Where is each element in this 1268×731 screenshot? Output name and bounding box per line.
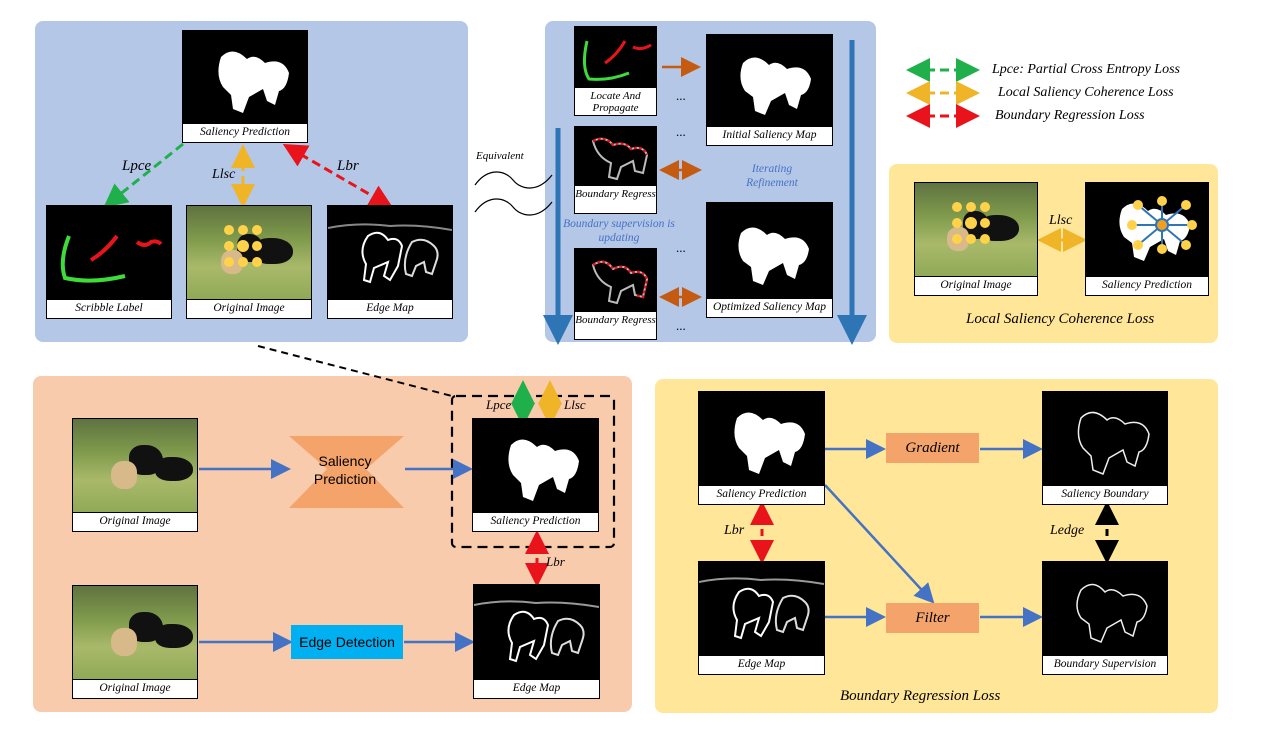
iterating-refinement: Iterating Refinement bbox=[746, 163, 798, 189]
local-saliency-prediction-card: Saliency Prediction bbox=[1085, 182, 1209, 296]
pipeline-lbr-label: Lbr bbox=[546, 554, 565, 569]
gradient-block: Gradient bbox=[886, 433, 979, 463]
label-llsc: Llsc bbox=[212, 167, 236, 182]
saliency-boundary-card: Saliency Boundary bbox=[1042, 391, 1168, 505]
edge-detection-block: Edge Detection bbox=[291, 625, 403, 659]
ellipsis-3: ... bbox=[676, 240, 686, 255]
top-saliency-prediction-card: Saliency Prediction bbox=[182, 30, 308, 143]
caption: Scribble Label bbox=[47, 299, 171, 318]
boundary-panel-title: Boundary Regression Loss bbox=[840, 688, 1001, 704]
ellipsis-4: ... bbox=[676, 318, 686, 333]
local-llsc-label: Llsc bbox=[1049, 213, 1073, 228]
caption: Boundary Regress bbox=[575, 311, 656, 339]
boundary-supervision-note: Boundary supervision is updating bbox=[563, 218, 675, 244]
caption: Boundary Regress bbox=[575, 185, 656, 213]
caption: Locate And Propagate bbox=[575, 87, 656, 115]
filter-block: Filter bbox=[886, 603, 979, 633]
br-ledge-label: Ledge bbox=[1050, 523, 1085, 538]
legend-br-text: Boundary Regression Loss bbox=[995, 108, 1145, 123]
scribble-label-card: Scribble Label bbox=[46, 205, 172, 319]
boundary-regress-card-2: Boundary Regress bbox=[574, 248, 657, 340]
br-edge-map-card: Edge Map bbox=[698, 561, 825, 675]
initial-saliency-map-card: Initial Saliency Map bbox=[706, 34, 833, 146]
caption: Saliency Prediction bbox=[699, 485, 824, 504]
ellipsis-1: ... bbox=[676, 88, 686, 103]
local-panel-title: Local Saliency Coherence Loss bbox=[966, 311, 1155, 327]
caption: Original Image bbox=[915, 276, 1037, 295]
br-saliency-prediction-card: Saliency Prediction bbox=[698, 391, 825, 505]
pipeline-saliency-prediction-card: Saliency Prediction bbox=[472, 418, 599, 532]
caption: Edge Map bbox=[699, 655, 824, 674]
caption: Saliency Prediction bbox=[183, 123, 307, 142]
caption: Saliency Prediction bbox=[1086, 276, 1208, 295]
locate-propagate-card: Locate And Propagate bbox=[574, 26, 657, 116]
caption: Optimized Saliency Map bbox=[707, 298, 832, 317]
label-lpce: Lpce bbox=[122, 158, 152, 174]
pipeline-llsc-label: Llsc bbox=[564, 397, 586, 412]
equivalent-label: Equivalent bbox=[476, 150, 524, 162]
pipeline-original-image-1: Original Image bbox=[72, 418, 198, 532]
br-lbr-label: Lbr bbox=[724, 523, 745, 538]
original-image-card-top: Original Image bbox=[186, 205, 312, 319]
ellipsis-2: ... bbox=[676, 124, 686, 139]
legend-lsc-text: Local Saliency Coherence Loss bbox=[998, 85, 1174, 100]
label-lbr: Lbr bbox=[337, 158, 359, 174]
caption: Edge Map bbox=[474, 679, 599, 698]
caption: Original Image bbox=[73, 679, 197, 698]
boundary-regress-card-1: Boundary Regress bbox=[574, 126, 657, 214]
optimized-saliency-map-card: Optimized Saliency Map bbox=[706, 202, 833, 318]
caption: Original Image bbox=[187, 299, 311, 318]
boundary-supervision-card: Boundary Supervision bbox=[1042, 561, 1168, 675]
caption: Boundary Supervision bbox=[1043, 655, 1167, 674]
caption: Edge Map bbox=[328, 299, 452, 318]
saliency-prediction-block-label: Saliency Prediction bbox=[313, 453, 377, 487]
caption: Saliency Boundary bbox=[1043, 485, 1167, 504]
caption: Original Image bbox=[73, 512, 197, 531]
pipeline-lpce-label: Lpce bbox=[486, 397, 512, 412]
local-original-image-card: Original Image bbox=[914, 182, 1038, 296]
caption: Initial Saliency Map bbox=[707, 126, 832, 145]
legend-pce-text: Lpce: Partial Cross Entropy Loss bbox=[992, 62, 1180, 77]
pipeline-edge-map-card: Edge Map bbox=[473, 584, 600, 699]
caption: Saliency Prediction bbox=[473, 512, 598, 531]
pipeline-original-image-2: Original Image bbox=[72, 585, 198, 699]
edge-map-card-top: Edge Map bbox=[327, 205, 453, 319]
